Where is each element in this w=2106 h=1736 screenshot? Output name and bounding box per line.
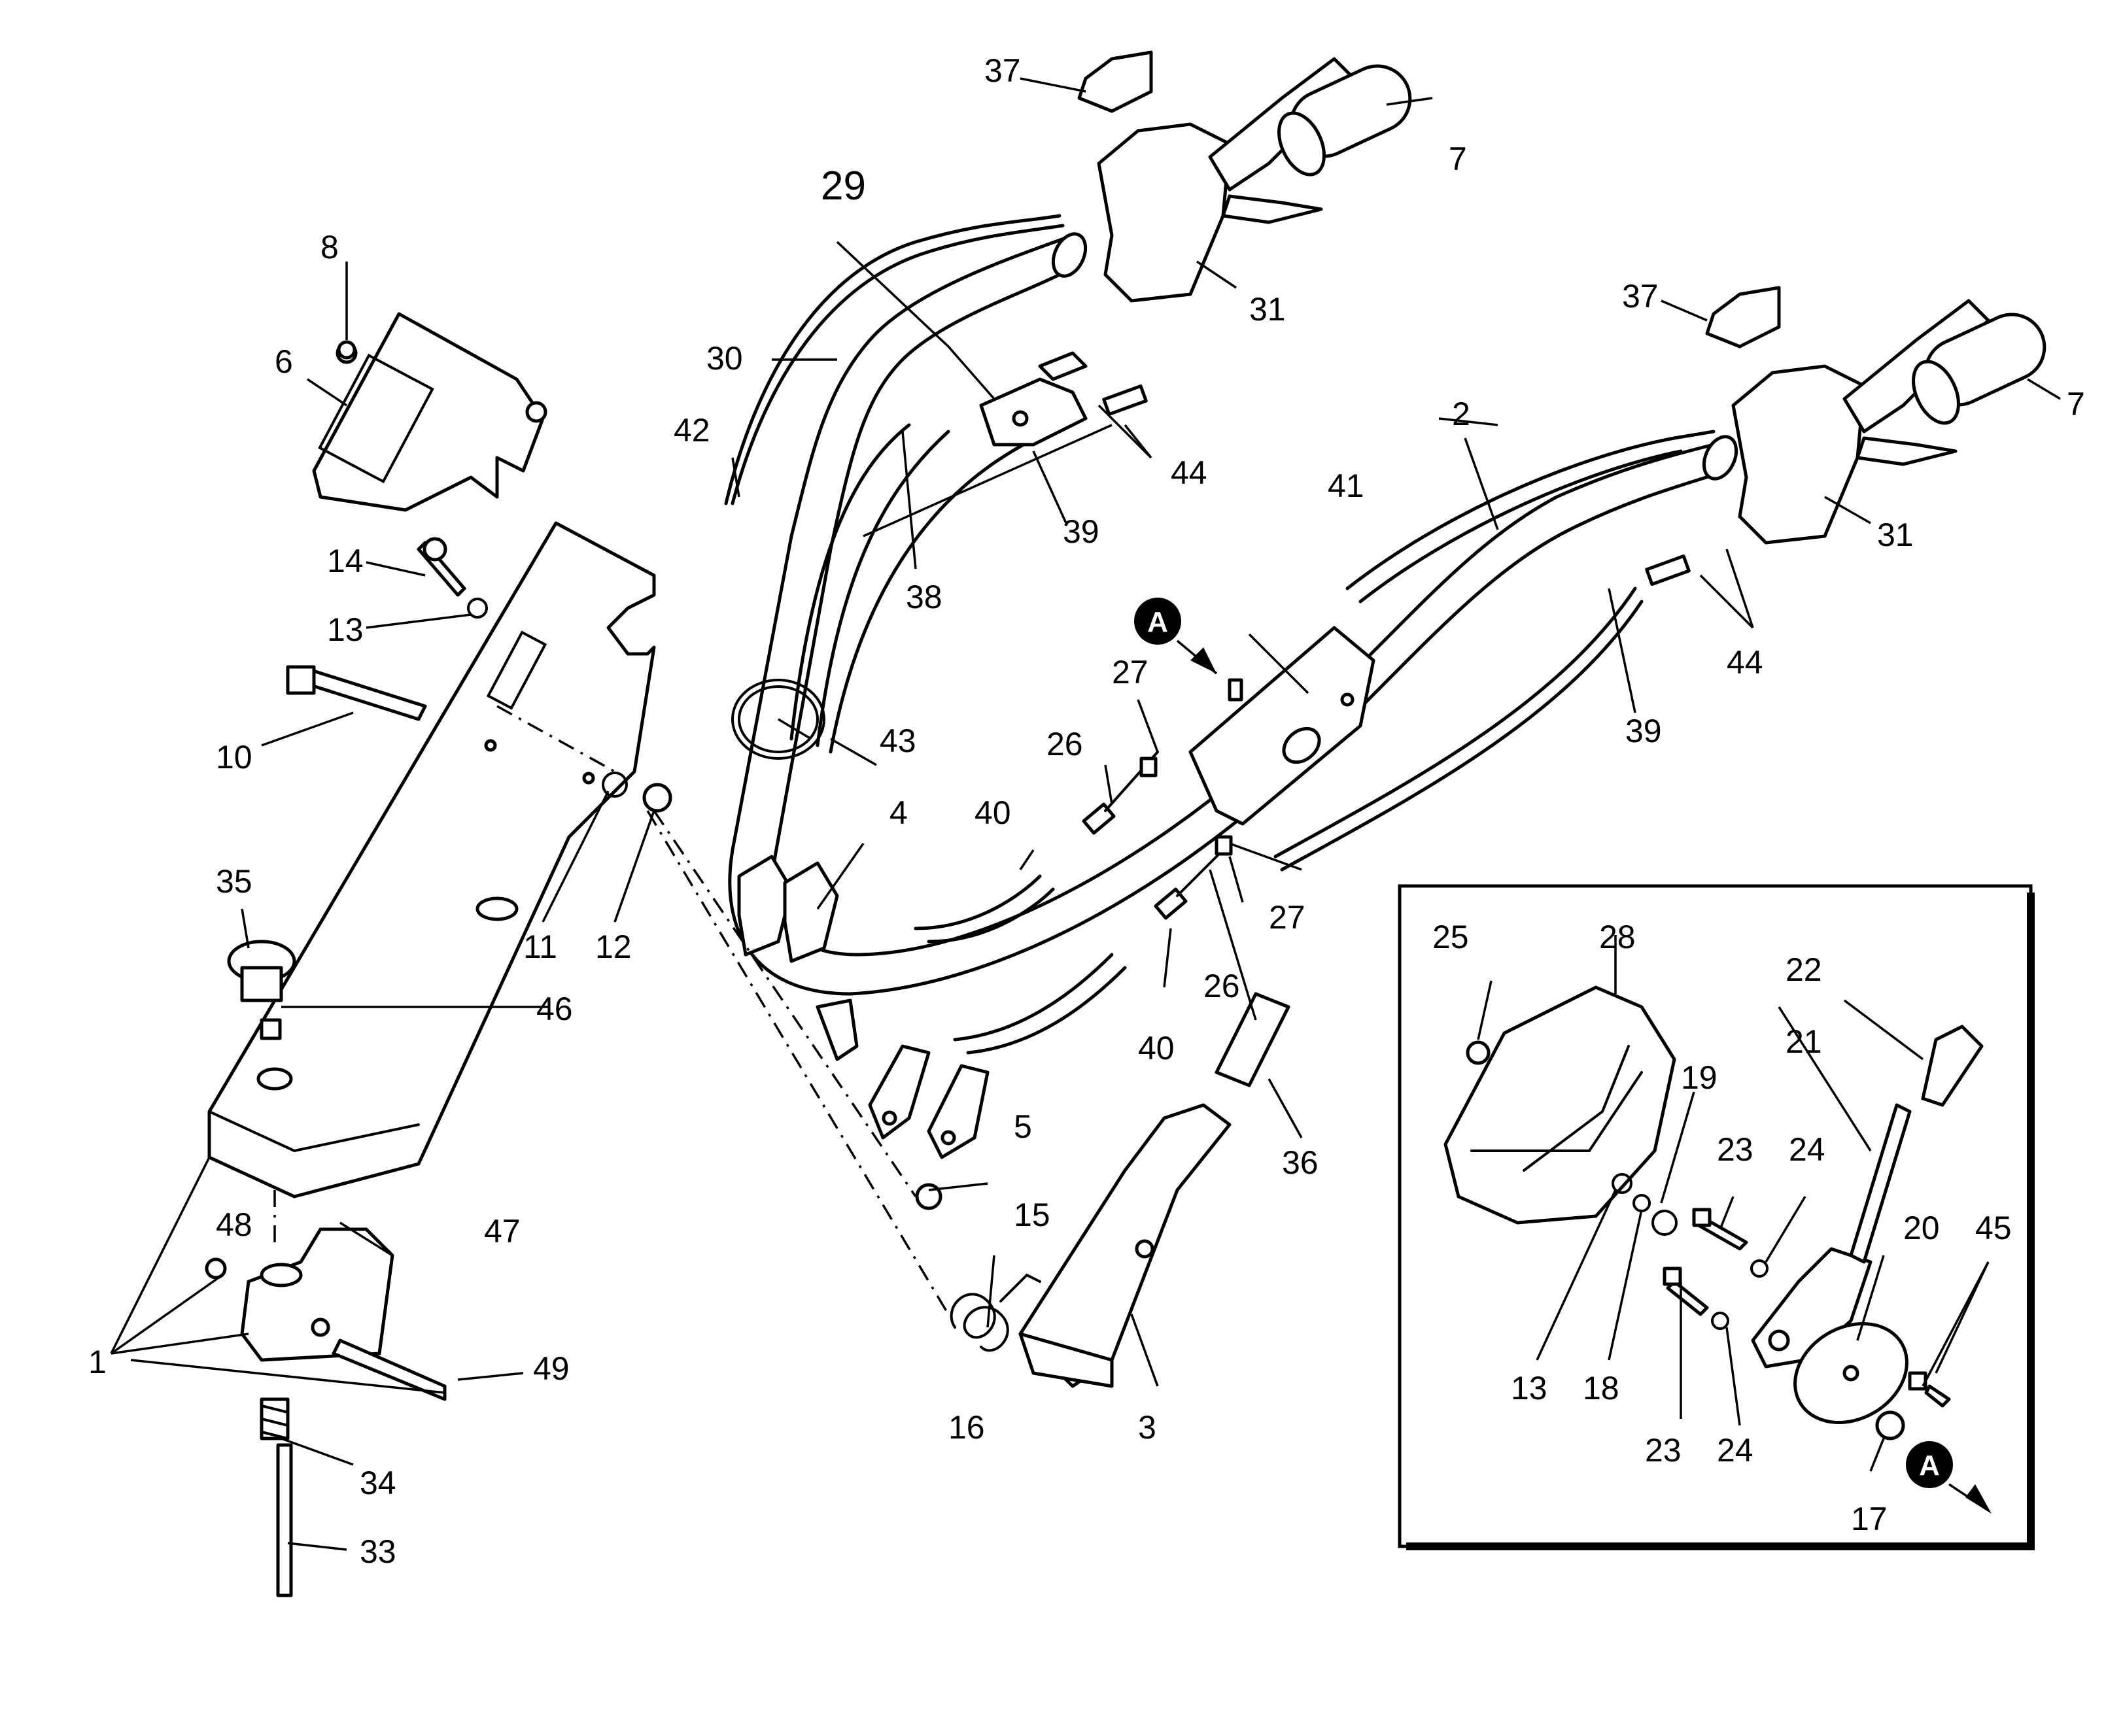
callout-47: 47 bbox=[484, 1213, 521, 1250]
stand-lever bbox=[1018, 1103, 1232, 1388]
svg-text:A: A bbox=[1147, 606, 1168, 638]
base-bracket bbox=[205, 1227, 447, 1401]
callout-30: 30 bbox=[706, 340, 743, 377]
callout-15: 15 bbox=[1014, 1197, 1050, 1233]
handle-column bbox=[207, 521, 656, 1199]
callout-43: 43 bbox=[880, 723, 916, 759]
callout-27b: 27 bbox=[1269, 899, 1305, 936]
inset-lever-21 bbox=[1751, 1103, 1912, 1369]
inset-bolts-23 bbox=[1663, 1208, 1748, 1316]
inset-callout-45: 45 bbox=[1975, 1210, 2012, 1246]
cable-ends bbox=[1082, 384, 1691, 920]
callout-40a: 40 bbox=[975, 794, 1011, 831]
callout-29: 29 bbox=[821, 163, 866, 209]
spring-stud bbox=[260, 1397, 293, 1597]
inset-nut-25 bbox=[1466, 1040, 1491, 1065]
grip-assembly-lower bbox=[1705, 286, 2046, 545]
callout-41: 41 bbox=[1328, 468, 1364, 504]
cover-cap bbox=[312, 312, 547, 512]
spring-16 bbox=[950, 1273, 1041, 1352]
detail-inset: A bbox=[1398, 884, 2035, 1550]
callout-26b: 26 bbox=[1203, 968, 1240, 1004]
callout-12: 12 bbox=[595, 928, 632, 965]
inset-ring-19 bbox=[1651, 1210, 1678, 1236]
inset-callout-22: 22 bbox=[1786, 951, 1822, 988]
callout-31b: 31 bbox=[1877, 517, 1914, 553]
callout-7a: 7 bbox=[1449, 141, 1467, 177]
bolts-left bbox=[286, 340, 942, 1210]
inset-callout-17: 17 bbox=[1851, 1501, 1888, 1537]
inset-callout-24b: 24 bbox=[1717, 1432, 1753, 1469]
inset-callout-24a: 24 bbox=[1789, 1131, 1825, 1168]
inset-callout-21: 21 bbox=[1786, 1023, 1822, 1060]
callout-16: 16 bbox=[948, 1409, 985, 1446]
nut-46 bbox=[260, 1018, 282, 1040]
inset-knob-22 bbox=[1921, 1025, 1984, 1107]
callout-labels: 1 2 3 4 5 6 7 7 8 10 11 12 13 14 15 16 2… bbox=[88, 52, 2085, 1570]
assembly-centre-lines bbox=[273, 705, 950, 1315]
callout-46: 46 bbox=[536, 991, 573, 1027]
leader-lines bbox=[110, 77, 2061, 1551]
callout-8: 8 bbox=[320, 229, 339, 265]
callout-31a: 31 bbox=[1249, 291, 1286, 328]
inset-washer-24b bbox=[1711, 1312, 1729, 1330]
callout-13: 13 bbox=[327, 611, 364, 648]
callout-44b: 44 bbox=[1727, 644, 1763, 681]
callout-14: 14 bbox=[327, 543, 364, 579]
knob bbox=[227, 940, 296, 1002]
inset-callout-13: 13 bbox=[1511, 1370, 1547, 1406]
boss bbox=[256, 1067, 293, 1091]
inset-view-marker-a: A bbox=[1906, 1441, 1992, 1514]
inset-bush-17 bbox=[1875, 1410, 1905, 1440]
callout-38: 38 bbox=[906, 579, 942, 615]
callout-33: 33 bbox=[360, 1533, 396, 1570]
callout-4: 4 bbox=[889, 794, 908, 831]
callout-49: 49 bbox=[533, 1350, 570, 1387]
inset-callout-18: 18 bbox=[1583, 1370, 1619, 1406]
inset-callout-25: 25 bbox=[1432, 919, 1469, 955]
callout-5: 5 bbox=[1014, 1108, 1032, 1145]
callout-26a: 26 bbox=[1046, 726, 1083, 762]
grip-assembly-upper bbox=[1077, 50, 1412, 303]
callout-36: 36 bbox=[1282, 1144, 1319, 1181]
callout-11: 11 bbox=[523, 928, 557, 965]
callout-3: 3 bbox=[1138, 1409, 1156, 1446]
grip-36 bbox=[1215, 992, 1290, 1087]
callout-7b: 7 bbox=[2067, 386, 2085, 422]
mounting-bracket bbox=[1188, 626, 1375, 826]
view-marker-a: A bbox=[1134, 598, 1218, 675]
callout-39a: 39 bbox=[1063, 513, 1099, 550]
inset-callout-28: 28 bbox=[1599, 919, 1636, 955]
inset-callout-23a: 23 bbox=[1717, 1131, 1753, 1168]
inset-disc-20 bbox=[1793, 1322, 1908, 1424]
callout-40b: 40 bbox=[1138, 1030, 1175, 1066]
callout-37a: 37 bbox=[984, 52, 1021, 89]
svg-text:A: A bbox=[1919, 1450, 1940, 1482]
inset-callout-19: 19 bbox=[1681, 1059, 1718, 1096]
cable-tie-band bbox=[731, 679, 825, 760]
callout-42: 42 bbox=[674, 412, 710, 449]
clamp-halves bbox=[737, 855, 859, 1061]
cables bbox=[724, 214, 1716, 1055]
callout-48: 48 bbox=[216, 1206, 252, 1243]
callout-6: 6 bbox=[275, 343, 293, 380]
inset-housing bbox=[1443, 985, 1676, 1225]
clamp-brackets bbox=[868, 1044, 990, 1159]
callout-35: 35 bbox=[216, 863, 252, 900]
control-lever bbox=[979, 351, 1088, 447]
callout-27a: 27 bbox=[1112, 654, 1148, 690]
inset-washer-24a bbox=[1750, 1259, 1769, 1278]
callout-44a: 44 bbox=[1171, 454, 1207, 491]
callout-37b: 37 bbox=[1622, 278, 1659, 315]
inset-callout-23b: 23 bbox=[1645, 1432, 1682, 1469]
callout-39b: 39 bbox=[1625, 713, 1662, 749]
inset-washer-13 bbox=[1612, 1173, 1632, 1194]
callout-34: 34 bbox=[360, 1465, 396, 1501]
callout-1: 1 bbox=[88, 1344, 107, 1380]
inset-callout-20: 20 bbox=[1903, 1210, 1940, 1246]
callout-2: 2 bbox=[1452, 396, 1470, 432]
callout-10: 10 bbox=[216, 739, 252, 775]
